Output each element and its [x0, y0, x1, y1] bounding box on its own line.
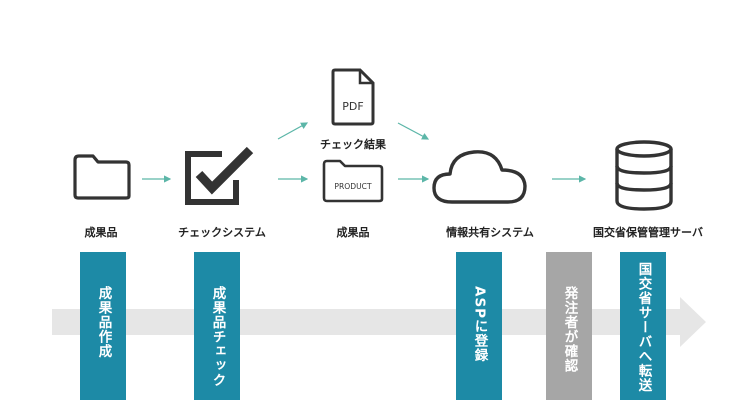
product-text: PRODUCT — [334, 182, 372, 191]
node-label-check-result: チェック結果 — [320, 138, 386, 151]
arrow-result-to-cloud — [397, 122, 430, 140]
pdf-file-icon: PDF — [330, 67, 376, 127]
step-create: 成果品作成 — [80, 252, 126, 400]
product-folder-icon: PRODUCT — [322, 159, 384, 203]
step-register-asp: ASPに登録 — [456, 252, 502, 400]
step-check: 成果品チェック — [194, 252, 240, 400]
node-label-deliverable: 成果品 — [84, 226, 118, 239]
pdf-text: PDF — [342, 100, 363, 113]
database-icon — [612, 139, 676, 213]
node-label-product: 成果品 — [336, 226, 370, 239]
step-label: ASPに登録 — [471, 286, 488, 363]
node-label-check-system: チェックシステム — [178, 226, 266, 239]
cloud-icon — [430, 146, 530, 206]
step-transfer-server: 国交省サーバへ転送 — [620, 252, 666, 400]
step-label: 成果品作成 — [95, 286, 112, 359]
checkbox-check-icon — [182, 146, 262, 206]
step-label: 発注者が確認 — [561, 286, 578, 373]
arrow-check-to-result — [277, 122, 309, 140]
step-orderer-confirm: 発注者が確認 — [546, 252, 592, 400]
node-label-info-sharing: 情報共有システム — [446, 226, 534, 239]
node-label-mlit-server: 国交省保管管理サーバ — [593, 226, 703, 239]
step-label: 国交省サーバへ転送 — [635, 262, 652, 393]
folder-icon — [73, 154, 131, 200]
step-label: 成果品チェック — [209, 286, 226, 388]
